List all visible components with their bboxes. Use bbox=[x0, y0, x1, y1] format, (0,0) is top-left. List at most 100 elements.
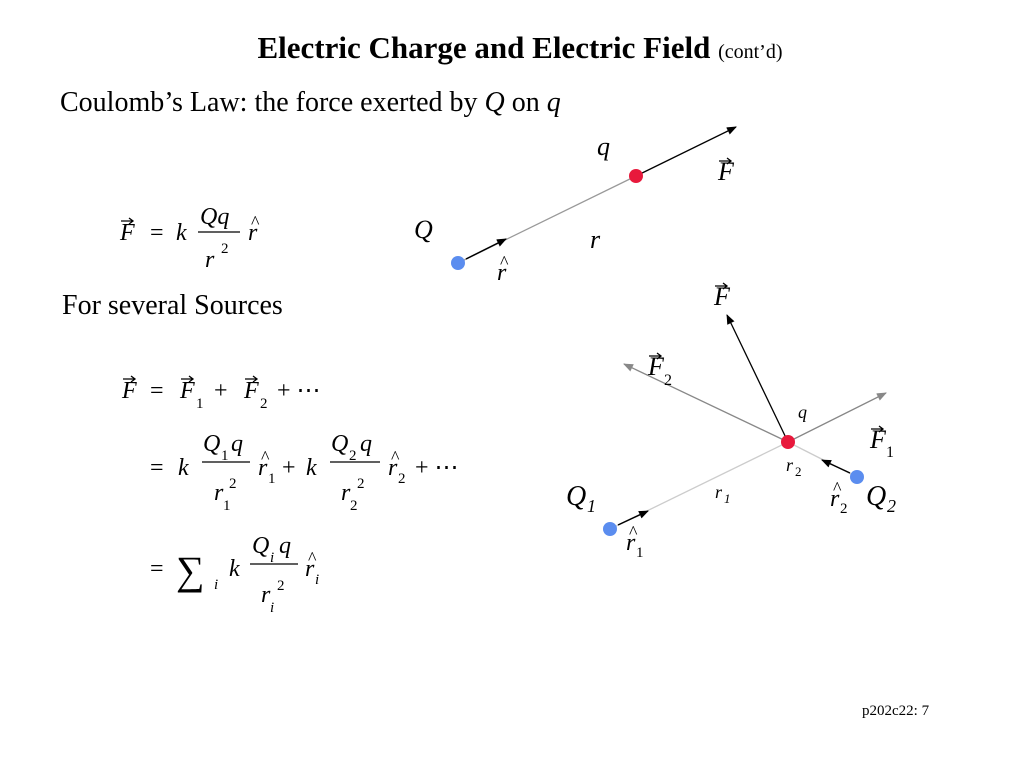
eq3-t2-r: r bbox=[341, 480, 351, 506]
eq2-plus: + bbox=[214, 378, 228, 404]
sum-equation: = ∑ i k Q i q r 2 i r ^ i bbox=[150, 533, 319, 616]
eq3-rhat1-sub: 1 bbox=[268, 471, 276, 487]
label-F1-sub: 1 bbox=[886, 444, 894, 461]
label-r2: r bbox=[786, 455, 794, 475]
eq3-t2-q: q bbox=[360, 431, 372, 457]
hat-icon: ^ bbox=[308, 548, 317, 568]
eq4-sigma-sub: i bbox=[214, 577, 218, 593]
force2-arrow bbox=[623, 363, 789, 443]
hat-icon: ^ bbox=[500, 252, 509, 272]
eq4-num-Q: Q bbox=[252, 533, 269, 559]
label-rhat2-sub: 2 bbox=[840, 501, 848, 517]
label-q-multi: q bbox=[798, 402, 807, 422]
label-F1: F bbox=[869, 425, 887, 454]
label-q: q bbox=[597, 132, 610, 161]
eq3-t2-exp: 2 bbox=[357, 476, 365, 492]
eq4-num-sub: i bbox=[270, 550, 274, 566]
label-rhat1-sub: 1 bbox=[636, 545, 644, 561]
eq4-rhat-sub: i bbox=[315, 572, 319, 588]
label-Q2: Q bbox=[866, 481, 886, 512]
source-charge-dot bbox=[451, 256, 465, 270]
eq4-den-exp: 2 bbox=[277, 578, 285, 594]
eq3-t2-Qsub: 2 bbox=[349, 448, 357, 464]
eq1-F: F bbox=[119, 220, 135, 246]
label-F2: F bbox=[647, 352, 665, 381]
label-r1-sub: 1 bbox=[724, 491, 731, 506]
label-rhat1: r bbox=[626, 530, 636, 556]
eq3-t1-Qsub: 1 bbox=[221, 448, 229, 464]
coulomb-equation: F = k Qq r 2 r ^ bbox=[119, 204, 260, 273]
label-Q1: Q bbox=[566, 481, 586, 512]
eq4-num-q: q bbox=[279, 533, 291, 559]
eq1-numerator: Qq bbox=[200, 204, 229, 230]
page-number: p202c22: 7 bbox=[862, 703, 930, 719]
coulomb-Q: Q bbox=[484, 87, 505, 118]
eq3-t1-Q: Q bbox=[203, 431, 220, 457]
eq3-dots: + ⋯ bbox=[415, 455, 459, 481]
vector-arrow-icon bbox=[649, 352, 663, 360]
unit-vector1-arrow bbox=[617, 510, 649, 526]
eq3-t1-q: q bbox=[231, 431, 243, 457]
title-main: Electric Charge and Electric Field bbox=[257, 30, 711, 65]
title-suffix: (cont’d) bbox=[718, 41, 783, 63]
eq2-sub2: 2 bbox=[260, 396, 268, 412]
eq4-den-sub: i bbox=[270, 600, 274, 616]
eq1-equals: = bbox=[150, 220, 164, 246]
net-force-arrow bbox=[726, 314, 789, 443]
label-Q2-sub: 2 bbox=[887, 496, 896, 516]
vector-arrow-icon bbox=[181, 375, 195, 383]
hat-icon: ^ bbox=[391, 447, 400, 467]
coulomb-law-text: Coulomb’s Law: the force exerted by Q on… bbox=[60, 87, 561, 119]
vector-arrow-icon bbox=[719, 157, 733, 165]
coulomb-on: on bbox=[511, 87, 540, 118]
eq4-rhat: r bbox=[305, 556, 315, 582]
eq3-t2-rsub: 2 bbox=[350, 498, 358, 514]
label-rhat2: r bbox=[830, 486, 840, 512]
single-source-diagram: q F Q r r ^ bbox=[414, 126, 737, 286]
hat-icon: ^ bbox=[251, 212, 260, 232]
unit-vector2-arrow bbox=[821, 459, 851, 474]
eq2-dots: + ⋯ bbox=[277, 378, 321, 404]
force1-arrow bbox=[787, 392, 887, 443]
eq3-rhat1: r bbox=[258, 455, 268, 481]
label-Q1-sub: 1 bbox=[587, 496, 596, 516]
eq1-rhat: r bbox=[248, 220, 258, 246]
label-r: r bbox=[590, 225, 601, 254]
eq2-equals: = bbox=[150, 378, 164, 404]
eq2-F1: F bbox=[179, 378, 195, 404]
hat-icon: ^ bbox=[629, 522, 638, 542]
slide-title: Electric Charge and Electric Field (cont… bbox=[0, 30, 1024, 66]
test-charge-dot bbox=[781, 435, 795, 449]
vector-arrow-icon bbox=[245, 375, 259, 383]
eq3-rhat2: r bbox=[388, 455, 398, 481]
eq1-den-exponent: 2 bbox=[221, 241, 229, 257]
label-r2-sub: 2 bbox=[795, 464, 802, 479]
label-rhat: r bbox=[497, 260, 507, 286]
sigma-icon: ∑ bbox=[176, 548, 205, 593]
several-sources-heading: For several Sources bbox=[62, 290, 283, 321]
multi-source-diagram: F F 2 q F 1 r 2 r 1 Q 1 Q 2 r ^ 1 r ^ 2 bbox=[566, 282, 896, 561]
source2-dot bbox=[850, 470, 864, 484]
label-F-net: F bbox=[713, 282, 731, 311]
eq2-sub1: 1 bbox=[196, 396, 204, 412]
coulomb-intro: Coulomb’s Law: the force exerted by bbox=[60, 87, 478, 118]
hat-icon: ^ bbox=[261, 447, 270, 467]
expanded-equation: = k Q 1 q r 2 1 r ^ 1 + k Q 2 q r 2 2 r … bbox=[150, 431, 459, 514]
vector-arrow-icon bbox=[123, 375, 137, 383]
eq4-k: k bbox=[229, 556, 240, 582]
vector-arrow-icon bbox=[121, 217, 135, 225]
label-F: F bbox=[717, 157, 735, 186]
eq4-den-r: r bbox=[261, 582, 271, 608]
eq2-F2: F bbox=[243, 378, 259, 404]
eq1-k: k bbox=[176, 220, 187, 246]
superposition-equation: F = F 1 + F 2 + ⋯ bbox=[121, 375, 321, 412]
eq3-t1-exp: 2 bbox=[229, 476, 237, 492]
test-charge-dot bbox=[629, 169, 643, 183]
eq3-t1-r: r bbox=[214, 480, 224, 506]
eq3-rhat2-sub: 2 bbox=[398, 471, 406, 487]
eq3-t1-rsub: 1 bbox=[223, 498, 231, 514]
label-Q: Q bbox=[414, 215, 433, 244]
eq1-denominator: r bbox=[205, 247, 215, 273]
eq3-plus: + bbox=[282, 455, 296, 481]
